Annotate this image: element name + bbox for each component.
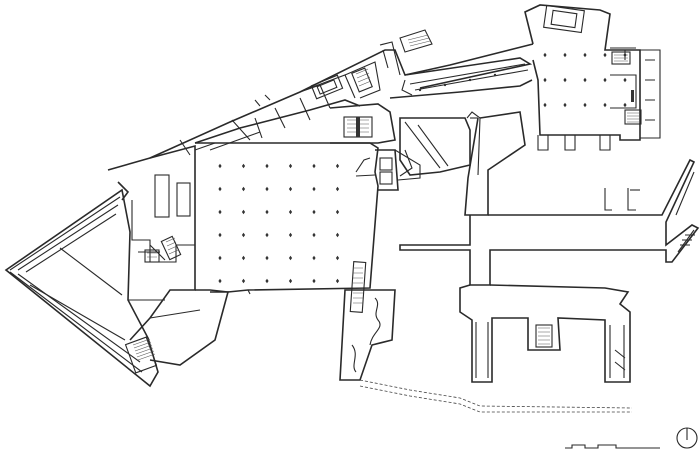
column-marker [241,186,246,192]
column-marker [335,163,340,169]
column-marker [312,209,316,215]
column-marker [218,209,222,215]
column-marker [312,163,316,169]
column-marker [603,77,607,83]
column-marker [241,278,246,284]
column-marker [563,52,567,58]
column-marker [265,163,269,169]
column-marker [623,52,627,58]
column-marker [563,102,567,108]
column-marker [288,255,293,261]
column-marker [218,163,222,169]
column-marker [543,102,547,108]
column-marker [563,77,567,83]
west-wing [4,188,159,388]
column-marker [312,278,316,284]
ramp-corridor [389,57,533,99]
scale-bar [565,444,660,449]
column-marker [335,278,340,284]
column-marker [335,255,340,261]
north-arrow-icon [676,427,698,449]
column-marker [583,102,587,108]
column-marker [241,163,246,169]
column-marker [288,163,293,169]
west-lobby [107,144,201,341]
column-marker [623,102,627,108]
column-marker [265,186,269,192]
column-marker [288,209,293,215]
column-marker [265,278,269,284]
column-marker [218,186,222,192]
main-hall [149,142,379,366]
column-marker [543,52,547,58]
column-marker [218,232,222,238]
middle-wedge [399,111,481,176]
column-marker [543,77,547,83]
column-marker [288,278,293,284]
column-marker [241,232,246,238]
column-marker [603,52,607,58]
column-marker [335,209,340,215]
column-marker [241,209,246,215]
south-block [459,284,631,383]
column-marker [335,186,340,192]
east-hall [524,4,661,151]
column-marker [241,255,246,261]
column-marker [583,77,587,83]
column-marker [265,209,269,215]
south-stair-tower [339,261,396,381]
column-marker [288,186,293,192]
north-corridor [149,29,534,159]
column-marker [218,255,222,261]
column-marker [218,278,222,284]
east-hall-columns [543,52,627,108]
column-marker [623,77,627,83]
column-marker [312,186,316,192]
column-marker [335,232,340,238]
column-marker [312,232,316,238]
column-marker [583,52,587,58]
column-marker [312,255,316,261]
central-core [329,103,421,191]
column-marker [288,232,293,238]
connector-corridor [464,111,526,216]
column-marker [265,232,269,238]
column-marker [603,102,607,108]
south-boundary [359,379,633,413]
column-marker [265,255,269,261]
east-tunnels [399,158,700,286]
hall-columns [218,163,340,284]
